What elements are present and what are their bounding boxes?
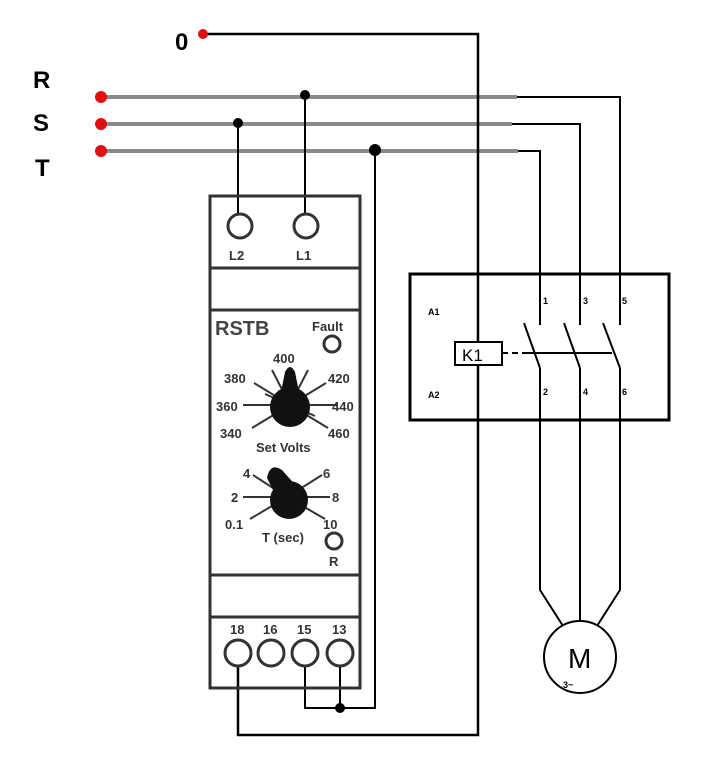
contact-5-label: 5 bbox=[622, 296, 627, 306]
time-tick: 6 bbox=[323, 466, 330, 481]
phase-t-to-contactor bbox=[518, 150, 541, 325]
a2-label: A2 bbox=[428, 390, 440, 400]
set-volts-label: Set Volts bbox=[256, 440, 311, 455]
voltage-relay: L2 L1 RSTB Fault 400 380 420 360 440 340… bbox=[208, 194, 362, 690]
supply-terminal-dots bbox=[95, 29, 208, 157]
fault-led-icon bbox=[322, 334, 342, 354]
reset-label: R bbox=[329, 554, 339, 569]
neutral-wire bbox=[203, 32, 480, 737]
time-dial-knob[interactable] bbox=[267, 467, 308, 519]
junction-dots bbox=[233, 90, 381, 713]
phase-r-to-contactor bbox=[517, 96, 621, 325]
terminal-16-label: 16 bbox=[263, 622, 277, 637]
phase-s-to-contactor bbox=[512, 123, 581, 325]
time-tick: 2 bbox=[231, 490, 238, 505]
time-tick: 0.1 bbox=[225, 517, 243, 532]
volt-tick: 360 bbox=[216, 399, 238, 414]
motor-phase-label: 3~ bbox=[563, 680, 573, 690]
time-tick: 4 bbox=[243, 466, 251, 481]
volt-tick: 440 bbox=[332, 399, 354, 414]
motor-wires bbox=[539, 368, 621, 627]
phase-r-label: R bbox=[33, 67, 50, 94]
phase-s-label: S bbox=[33, 110, 49, 137]
a1-label: A1 bbox=[428, 307, 440, 317]
terminal-18-label: 18 bbox=[230, 622, 244, 637]
terminal-15 bbox=[290, 638, 320, 668]
terminal-16 bbox=[256, 638, 286, 668]
terminal-13 bbox=[325, 638, 355, 668]
terminal-l1 bbox=[292, 212, 320, 240]
volt-tick: 400 bbox=[273, 351, 295, 366]
contact-3-label: 3 bbox=[583, 296, 588, 306]
relay-model: RSTB bbox=[215, 318, 269, 340]
l1-label: L1 bbox=[296, 248, 311, 263]
volt-tick: 380 bbox=[224, 371, 246, 386]
l2-label: L2 bbox=[229, 248, 244, 263]
voltage-dial-knob[interactable] bbox=[270, 367, 310, 427]
motor: M 3~ bbox=[543, 620, 617, 694]
time-label: T (sec) bbox=[262, 530, 304, 545]
volt-tick: 340 bbox=[220, 426, 242, 441]
time-tick: 8 bbox=[332, 490, 339, 505]
main-contacts bbox=[523, 322, 621, 369]
volt-tick: 460 bbox=[328, 426, 350, 441]
terminal-15-label: 15 bbox=[297, 622, 311, 637]
terminal-l2 bbox=[226, 212, 254, 240]
phase-t-label: T bbox=[35, 155, 50, 182]
terminal-18 bbox=[223, 638, 253, 668]
coil-label: K1 bbox=[462, 346, 483, 365]
volt-tick: 420 bbox=[328, 371, 350, 386]
contact-1-label: 1 bbox=[543, 296, 548, 306]
contact-4-label: 4 bbox=[583, 387, 588, 397]
neutral-label: 0 bbox=[175, 29, 188, 56]
contact-2-label: 2 bbox=[543, 387, 548, 397]
terminal-13-label: 13 bbox=[332, 622, 346, 637]
contact-6-label: 6 bbox=[622, 387, 627, 397]
motor-symbol: M bbox=[568, 643, 591, 674]
fault-label: Fault bbox=[312, 319, 344, 334]
reset-button[interactable] bbox=[324, 531, 344, 551]
time-tick: 10 bbox=[323, 517, 337, 532]
